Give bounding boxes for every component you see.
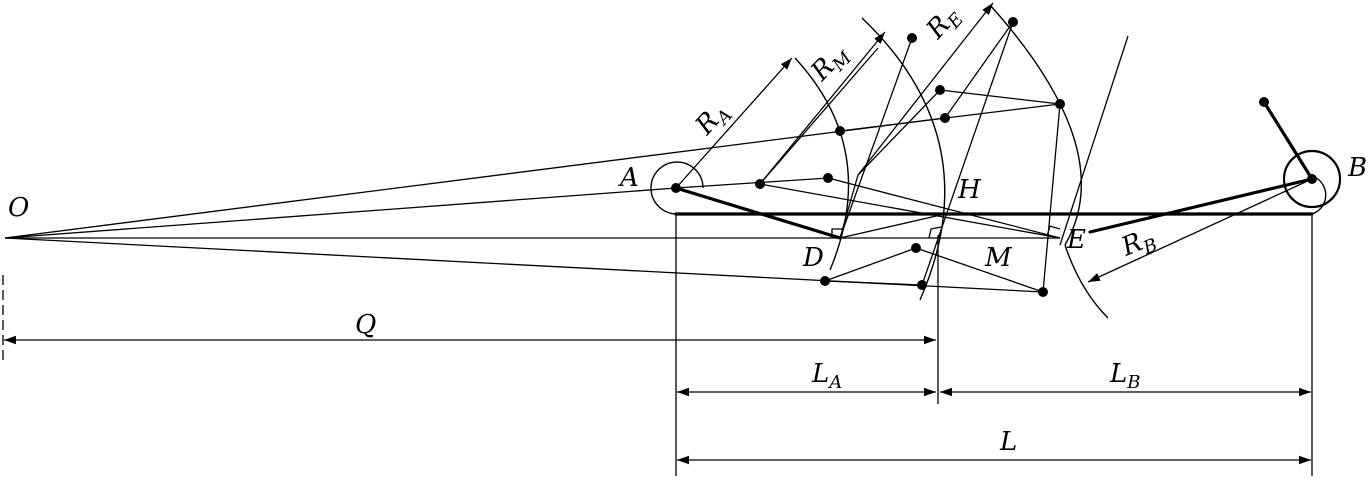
right-angle-e xyxy=(1046,225,1061,237)
right-angle-h xyxy=(928,226,942,239)
ray-o-a xyxy=(4,187,677,239)
label-rm: RM xyxy=(805,38,857,90)
pivot-a-circle xyxy=(650,161,704,215)
arm-a-d xyxy=(674,186,842,240)
label-lb: LB xyxy=(1109,359,1141,393)
line-pivot-rm xyxy=(759,47,879,185)
arrow-rm xyxy=(759,31,886,185)
line-mid-e xyxy=(759,183,1061,239)
label-re: RE xyxy=(920,0,968,48)
line-e-tangent xyxy=(1059,35,1129,246)
arc-ra xyxy=(794,57,850,271)
label-h: H xyxy=(957,175,982,205)
ray-o-upper xyxy=(4,117,946,239)
line-a-right xyxy=(675,177,829,189)
line-840-to-1060 xyxy=(839,103,1061,132)
line-lower-h xyxy=(824,280,923,286)
label-rb: RB xyxy=(1116,222,1160,266)
arrow-ra xyxy=(675,57,793,189)
line-945-to-1013 xyxy=(944,21,1014,119)
pivot-b-circle xyxy=(1282,149,1342,209)
label-la: LA xyxy=(811,359,842,393)
right-angle-d xyxy=(831,228,842,238)
label-m: M xyxy=(984,243,1013,273)
label-d: D xyxy=(802,243,824,273)
arm-b-e xyxy=(1088,177,1314,234)
line-lower-m xyxy=(915,247,1044,293)
frame-bar-right-end xyxy=(1311,175,1327,215)
link-d-top xyxy=(839,37,913,239)
arc-re xyxy=(989,4,1083,246)
arrow-re xyxy=(857,2,994,176)
label-o: O xyxy=(8,193,29,223)
line-1060-to-1040 xyxy=(1042,103,1061,293)
line-d-h xyxy=(839,213,946,239)
arc-rm xyxy=(861,17,946,301)
label-a: A xyxy=(618,163,639,193)
joint-dots xyxy=(671,17,1317,297)
arc-rb xyxy=(1064,244,1109,319)
label-l: L xyxy=(999,427,1017,457)
label-e: E xyxy=(1066,225,1086,255)
label-b: B xyxy=(1347,153,1367,183)
line-858-to-940 xyxy=(857,89,941,176)
label-q: Q xyxy=(355,310,376,340)
arrow-rb xyxy=(1087,178,1313,283)
line-940-90-to-1060 xyxy=(939,89,1061,105)
label-ra: RA xyxy=(689,96,737,144)
line-lower-d xyxy=(824,247,917,282)
link-h-top xyxy=(921,21,1014,286)
arm-b-upper xyxy=(1262,100,1314,181)
